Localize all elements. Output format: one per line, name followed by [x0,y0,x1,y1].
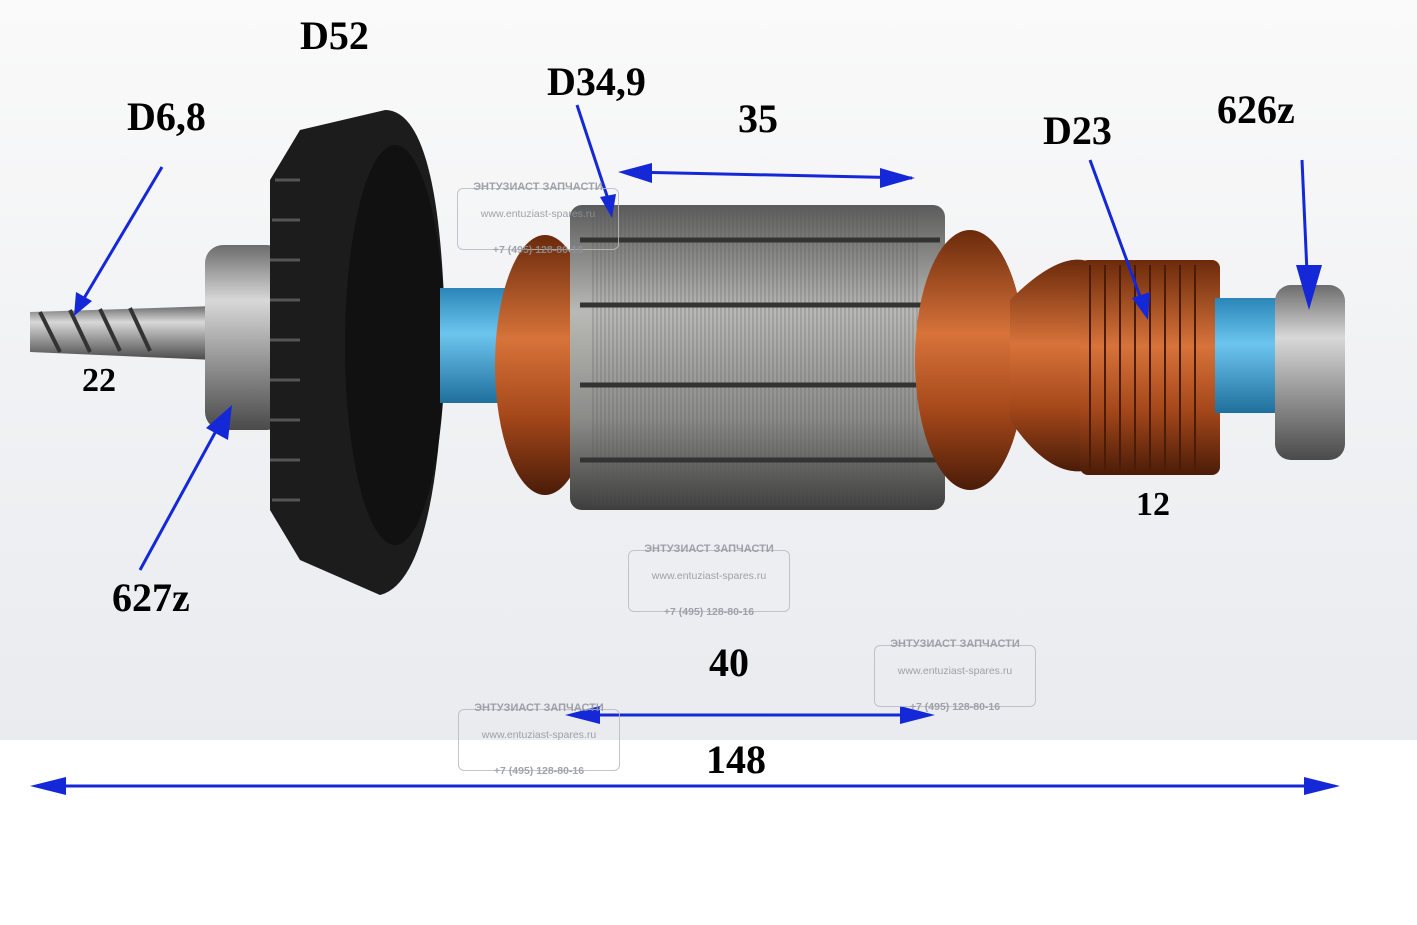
watermark-title: ЭНТУЗИАСТ ЗАПЧАСТИ [644,543,774,555]
right-bearing [1275,285,1345,460]
left-bearing [205,245,285,430]
label-total-length: 148 [706,737,766,782]
watermark-phone: +7 (495) 128-80-16 [492,244,584,256]
watermark-phone: +7 (495) 128-80-16 [663,606,755,618]
label-commutator-diameter: D23 [1043,108,1112,153]
watermark-url: www.entuziast-spares.ru [481,729,597,741]
label-shaft-tip-length: 22 [82,362,116,399]
label-right-bearing: 626z [1217,87,1295,132]
label-left-bearing: 627z [112,575,190,620]
fan-gear [270,110,445,595]
winding-right [915,230,1025,490]
watermark: ЭНТУЗИАСТ ЗАПЧАСТИ www.entuziast-spares.r… [457,181,619,256]
arrow-core-length [629,170,913,180]
watermark-url: www.entuziast-spares.ru [897,665,1013,677]
commutator [1080,260,1220,475]
label-gear-diameter: D52 [300,13,369,58]
label-core-length: 35 [738,96,778,141]
watermark-title: ЭНТУЗИАСТ ЗАПЧАСТИ [890,638,1020,650]
armature-core [570,205,945,510]
watermark-phone: +7 (495) 128-80-16 [493,765,585,777]
watermark-url: www.entuziast-spares.ru [480,208,596,220]
label-winding-length: 40 [709,640,749,685]
arrow-shaft-diameter [78,166,164,306]
watermark-url: www.entuziast-spares.ru [651,570,767,582]
watermark-phone: +7 (495) 128-80-16 [909,701,1001,713]
watermark: ЭНТУЗИАСТ ЗАПЧАСТИ www.entuziast-spares.r… [874,638,1036,713]
label-shaft-diameter: D6,8 [127,94,206,139]
shaft-insulation-right [1215,298,1285,413]
arrow-left-bearing [138,419,224,571]
watermark: ЭНТУЗИАСТ ЗАПЧАСТИ www.entuziast-spares.r… [458,702,620,777]
arrow-commutator-diameter [1088,159,1147,311]
label-core-diameter: D34,9 [547,59,646,104]
watermark: ЭНТУЗИАСТ ЗАПЧАСТИ www.entuziast-spares.r… [628,543,790,618]
shaft-pinion [30,306,215,360]
label-commutator-length: 12 [1136,486,1170,523]
dimension-arrows [30,104,1340,795]
watermark-title: ЭНТУЗИАСТ ЗАПЧАСТИ [473,181,603,193]
watermark-title: ЭНТУЗИАСТ ЗАПЧАСТИ [474,702,604,714]
